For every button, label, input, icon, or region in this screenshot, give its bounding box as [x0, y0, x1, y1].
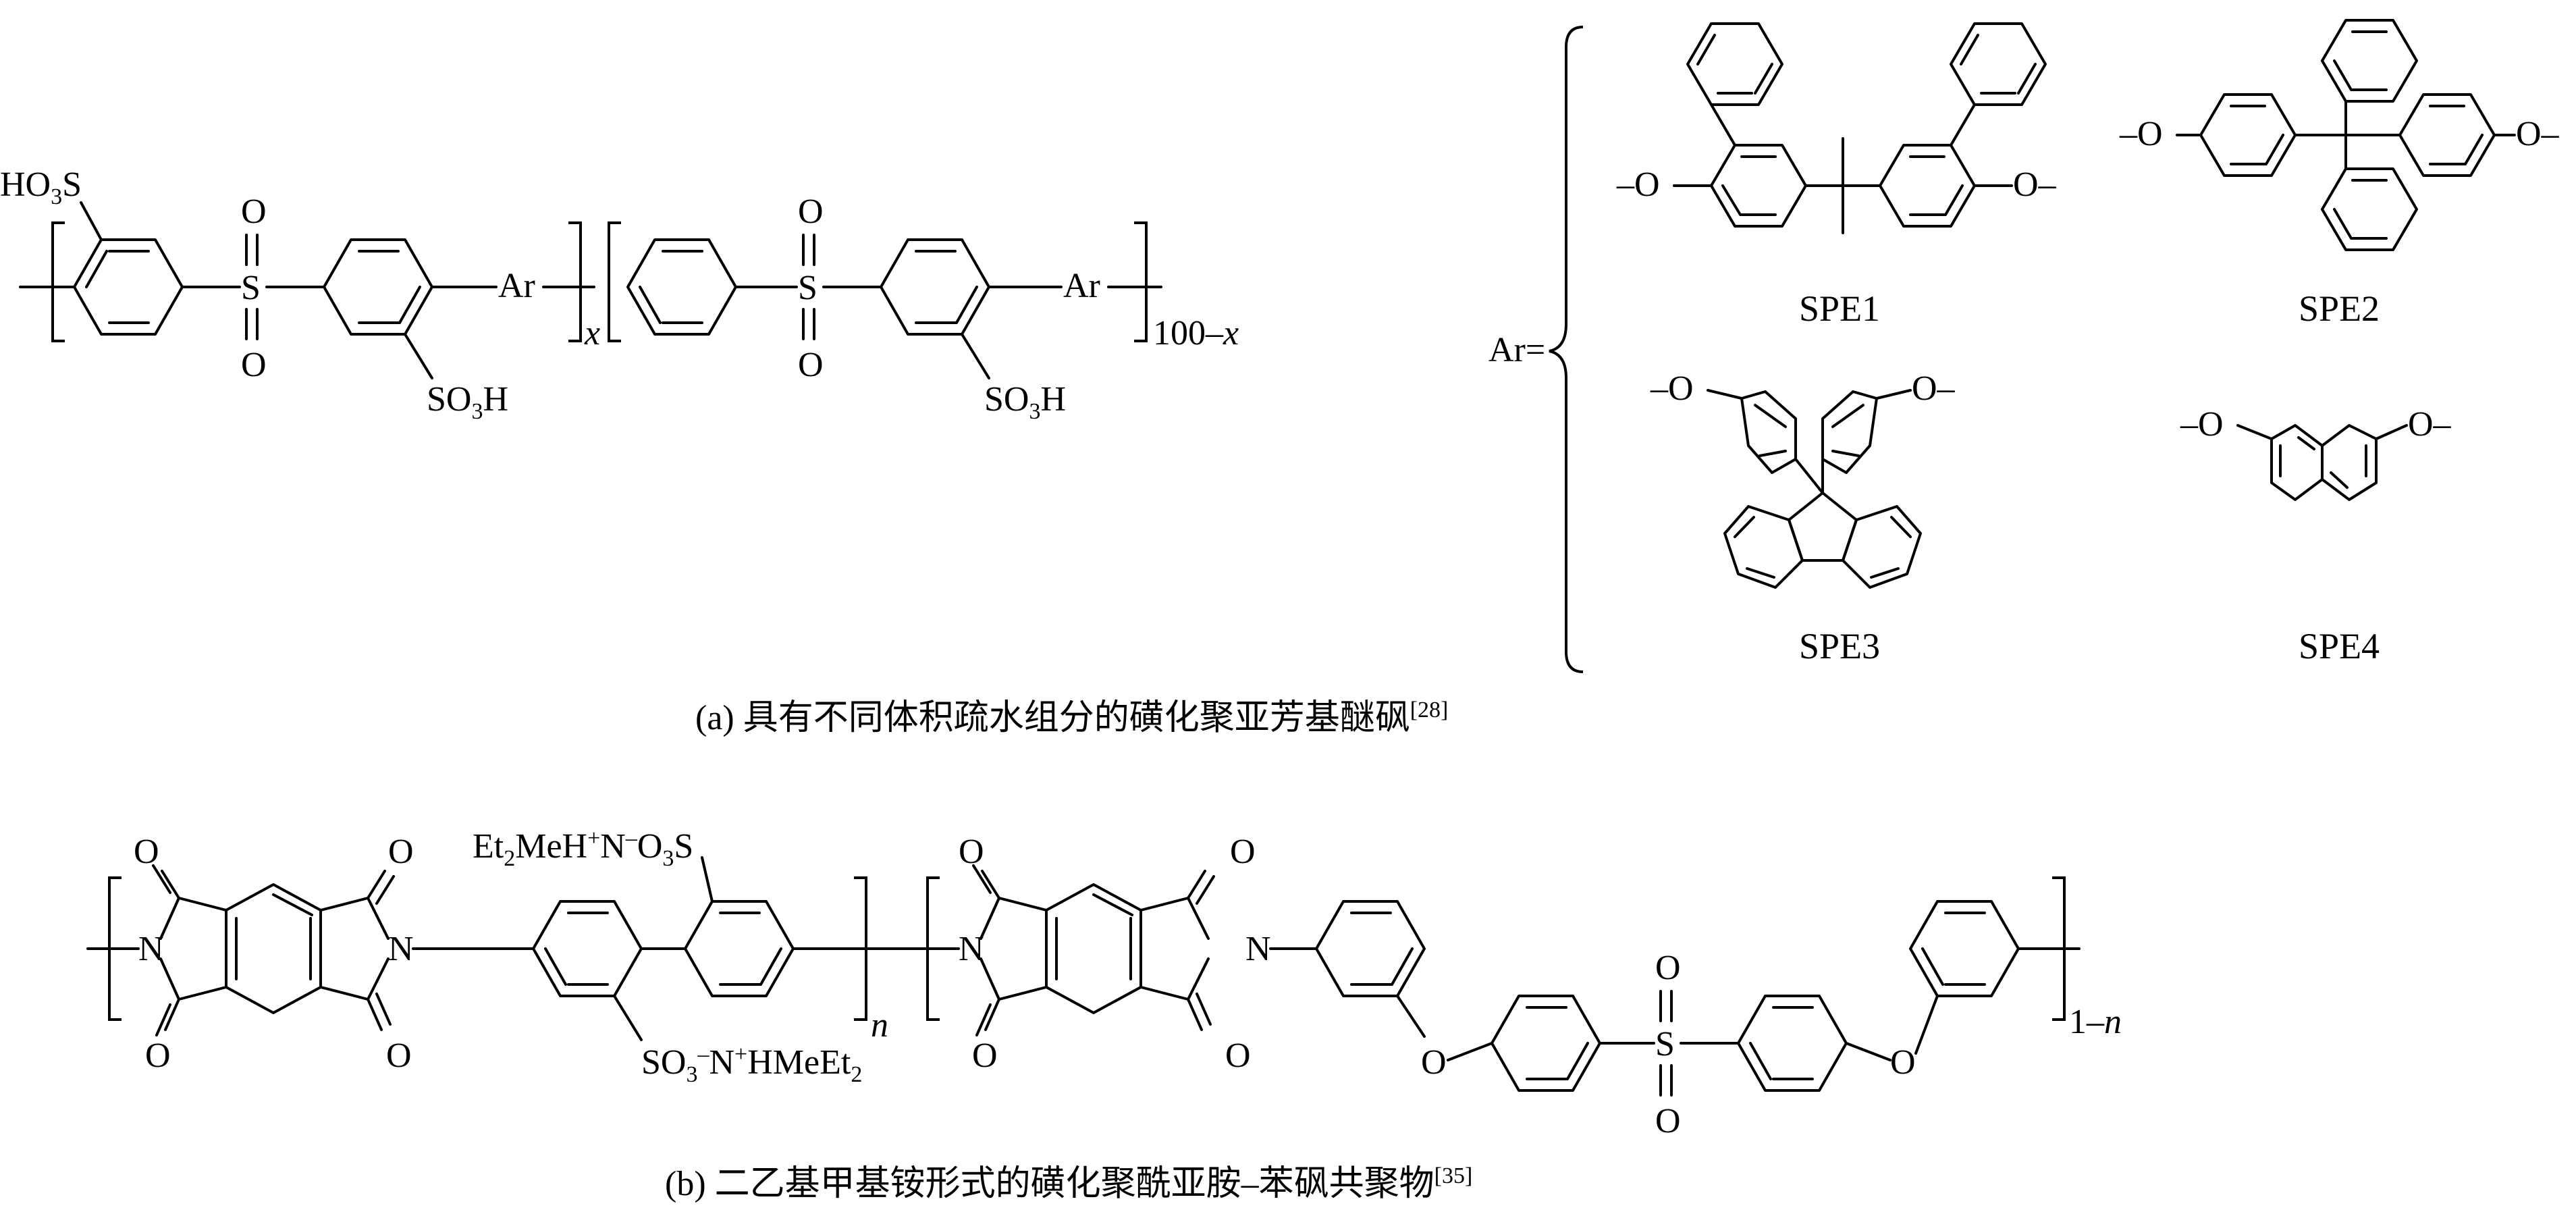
svg-text:O–: O– — [1912, 369, 1956, 408]
bracket-100-x-right — [1134, 221, 1148, 342]
bottom-sulfonate-salt: SO3–N+HMeEt2 — [641, 1042, 862, 1087]
ar-group-1: Ar — [498, 267, 535, 305]
subscript-1-n: 1–n — [2069, 1003, 2122, 1041]
svg-text:N: N — [959, 930, 984, 968]
sulfone-o-top-2: O — [798, 192, 824, 231]
svg-text:O: O — [388, 833, 414, 871]
bracket-left-a1 — [51, 221, 65, 342]
label-spe4: SPE4 — [2299, 626, 2380, 666]
meta-phenylene-1 — [1315, 900, 1426, 1038]
sulfone-s-2: S — [798, 269, 817, 307]
svg-text:O: O — [1655, 949, 1681, 987]
svg-text:–O: –O — [2119, 115, 2163, 153]
svg-text:–O: –O — [2180, 405, 2224, 444]
svg-text:O: O — [1230, 833, 1256, 871]
svg-text:O–: O– — [2516, 115, 2560, 153]
svg-text:O: O — [145, 1036, 171, 1075]
bracket-1-n-right — [2052, 876, 2066, 1021]
meta-phenylene-2 — [1909, 900, 2081, 997]
sulfone-o-bot-1: O — [241, 346, 267, 384]
so3h-group-2: SO3H — [984, 380, 1066, 424]
svg-text:–O: –O — [1616, 165, 1660, 204]
spe4-structure: –O O– SPE4 — [2180, 405, 2452, 666]
ar-curly-brace — [1549, 26, 1584, 673]
panel-a: HO3S S O O SO3H Ar x — [0, 19, 2560, 737]
pmda-imide-1: N O O O O N — [134, 833, 414, 1075]
svg-text:O–: O– — [2013, 165, 2057, 204]
biphenyl-disulfonate — [532, 856, 879, 1041]
pmda-imide-2: N O O O O N — [876, 833, 1271, 1075]
svg-text:O: O — [386, 1036, 412, 1075]
benzene-ring-3 — [626, 238, 737, 336]
diphenyl-sulfone: S O O — [1491, 949, 1891, 1140]
svg-text:N: N — [1245, 930, 1271, 968]
label-spe2: SPE2 — [2299, 288, 2380, 329]
ar-group-2: Ar — [1063, 267, 1100, 305]
so3h-group-1: SO3H — [427, 380, 508, 424]
bracket-x-right — [568, 221, 582, 342]
top-sulfonate-salt: Et2MeH+N–O3S — [473, 826, 693, 871]
sulfone-o-top-1: O — [241, 192, 267, 231]
ether-o-1: O — [1421, 1043, 1447, 1082]
sulfone-s-1: S — [241, 269, 261, 307]
svg-text:O: O — [134, 833, 159, 871]
svg-text:N: N — [138, 930, 164, 968]
svg-text:S: S — [1655, 1025, 1675, 1063]
ring1-so3h-bond — [80, 201, 103, 241]
subscript-n: n — [871, 1006, 888, 1045]
bracket-n-right — [854, 876, 867, 1021]
bracket-left-b1 — [108, 876, 122, 1021]
svg-text:–O: –O — [1650, 369, 1694, 408]
caption-b: (b) 二乙基甲基铵形式的磺化聚酰亚胺–苯砜共聚物[35] — [665, 1163, 1472, 1203]
svg-text:O: O — [972, 1036, 998, 1075]
caption-a: (a) 具有不同体积疏水组分的磺化聚亚芳基醚砜[28] — [695, 697, 1448, 737]
svg-text:O: O — [959, 833, 984, 871]
benzene-ring-1 — [73, 238, 184, 336]
subscript-x: x — [584, 314, 600, 352]
subscript-100-x: 100–x — [1153, 314, 1239, 352]
panel-b: N O O O O N — [86, 826, 2122, 1203]
benzene-ring-2 — [323, 238, 433, 336]
ar-equals-label: Ar= — [1488, 331, 1545, 369]
label-spe1: SPE1 — [1799, 288, 1880, 329]
spe3-structure: –O O– SPE3 — [1650, 369, 1956, 666]
svg-text:O: O — [1225, 1036, 1251, 1075]
hso3s-group: HO3S — [0, 165, 82, 209]
svg-text:O: O — [1655, 1102, 1681, 1140]
spe1-structure: –O O– SPE1 — [1616, 22, 2057, 329]
sulfone-o-bot-2: O — [798, 346, 824, 384]
label-spe3: SPE3 — [1799, 626, 1880, 666]
benzene-ring-4 — [880, 238, 990, 336]
bracket-second-left — [608, 221, 621, 342]
ether-o-2: O — [1890, 1043, 1916, 1082]
svg-text:N: N — [388, 930, 414, 968]
spe2-structure: –O O– SPE2 — [2119, 19, 2560, 329]
svg-text:O–: O– — [2408, 405, 2452, 444]
